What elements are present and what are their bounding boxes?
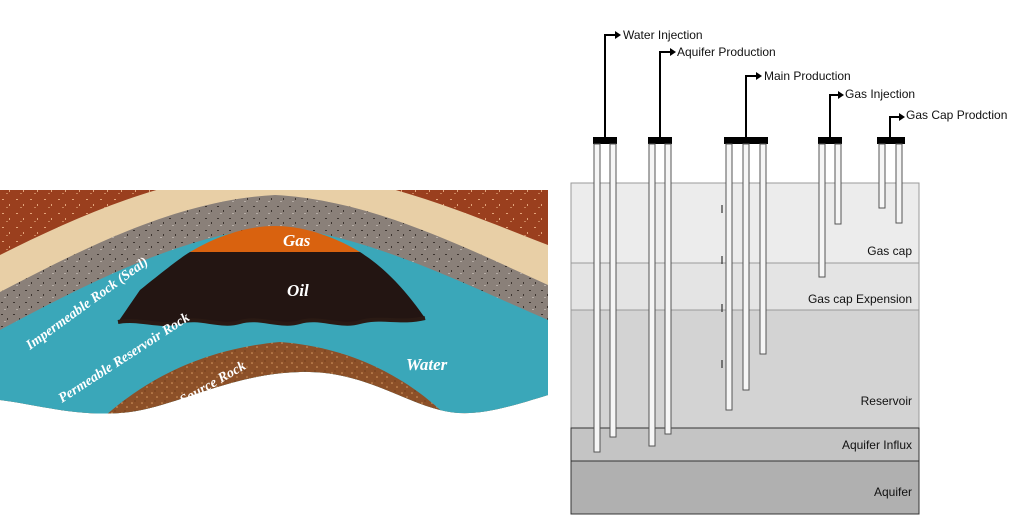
well-gas-cap-production: Gas Cap Prodction xyxy=(877,108,1007,224)
well-tubing xyxy=(664,143,672,435)
well-tubing xyxy=(725,143,733,411)
water-label: Water xyxy=(406,355,448,374)
well-tubing xyxy=(742,143,750,391)
wellhead xyxy=(818,137,842,144)
well-tubing xyxy=(895,143,903,224)
well-tubing xyxy=(593,143,601,453)
flow-arrow-icon xyxy=(838,91,844,99)
wellhead xyxy=(724,137,768,144)
well-aquifer-production: Aquifer Production xyxy=(648,45,776,447)
gas-zone xyxy=(190,226,360,252)
layer-label-gas-cap: Gas cap xyxy=(867,244,912,258)
flow-arrow-icon xyxy=(756,72,762,80)
flow-line xyxy=(659,51,670,137)
gas-label: Gas xyxy=(283,231,311,250)
flow-arrow-icon xyxy=(615,31,621,39)
well-water-injection: Water Injection xyxy=(593,28,703,453)
layer-label-aquifer: Aquifer xyxy=(874,485,912,499)
well-main-production: Main Production xyxy=(724,69,851,411)
layer-label-reservoir: Reservoir xyxy=(861,394,912,408)
well-tubing xyxy=(818,143,826,278)
wellhead xyxy=(593,137,617,144)
flow-line xyxy=(745,75,756,137)
flow-line xyxy=(604,34,615,137)
layer-label-aquifer-influx: Aquifer Influx xyxy=(842,438,912,452)
well-label-main-production: Main Production xyxy=(764,69,851,83)
flow-line xyxy=(889,116,899,137)
layer-aquifer xyxy=(570,460,920,515)
well-label-water-injection: Water Injection xyxy=(623,28,703,42)
layer-label-gas-cap-expension: Gas cap Expension xyxy=(808,292,912,306)
layer-aquifer-influx xyxy=(570,427,920,462)
oil-label: Oil xyxy=(287,281,309,300)
oil-zone xyxy=(118,252,425,324)
well-tubing xyxy=(759,143,767,355)
well-label-aquifer-production: Aquifer Production xyxy=(677,45,776,59)
well-gas-injection: Gas Injection xyxy=(818,87,915,278)
flow-arrow-icon xyxy=(899,113,905,121)
wellhead xyxy=(877,137,905,144)
flow-arrow-icon xyxy=(670,48,676,56)
well-label-gas-cap-production: Gas Cap Prodction xyxy=(906,108,1007,122)
wellhead xyxy=(648,137,672,144)
well-tubing xyxy=(648,143,656,447)
reservoir-water-layer xyxy=(0,226,548,414)
flow-line xyxy=(829,94,838,137)
well-tubing xyxy=(878,143,886,209)
well-label-gas-injection: Gas Injection xyxy=(845,87,915,101)
oil-water-contact xyxy=(117,316,426,326)
well-tubing xyxy=(834,143,842,225)
well-tubing xyxy=(609,143,617,438)
